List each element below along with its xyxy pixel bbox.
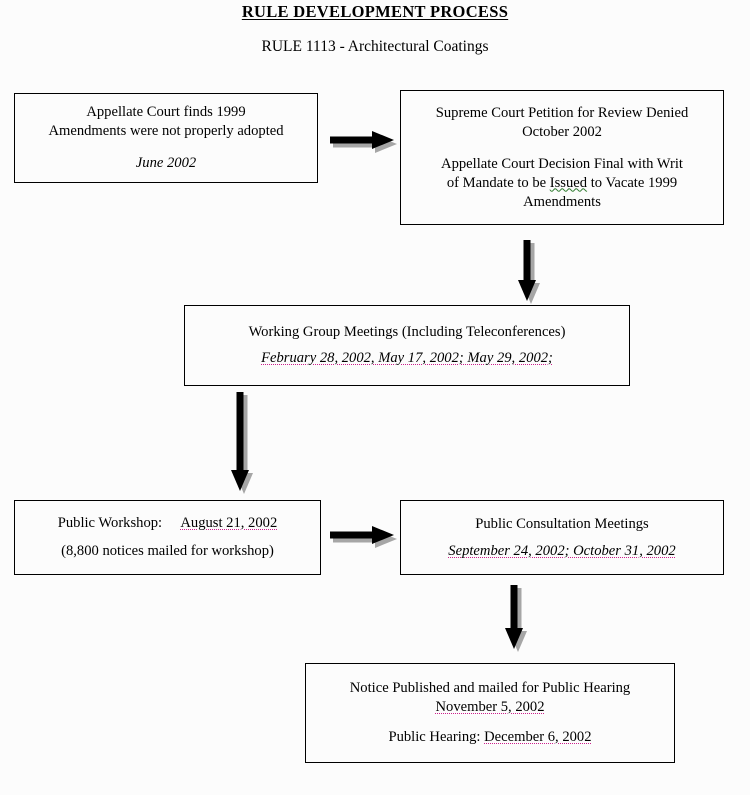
node-appellate-court[interactable]: Appellate Court finds 1999 Amendments we…: [14, 93, 318, 183]
page-title: RULE DEVELOPMENT PROCESS: [0, 2, 750, 22]
node-appellate-court-date: June 2002: [135, 155, 197, 171]
connector-consultation-to-notice-arrow: [505, 585, 539, 655]
node-working-group-line1: Working Group Meetings (Including Teleco…: [248, 324, 566, 340]
node-notice-published-hearing-label: Public Hearing:: [388, 729, 481, 745]
node-notice-published-hearing-date: December 6, 2002: [484, 729, 592, 745]
node-notice-published-line3: Public Hearing: December 6, 2002: [312, 728, 668, 747]
node-supreme-court-line4-part2: to Vacate 1999: [587, 174, 678, 191]
connector-supreme-to-working-group-arrow: [518, 240, 552, 306]
node-public-workshop-date: August 21, 2002: [180, 515, 278, 531]
node-supreme-court-line5: Amendments: [523, 193, 601, 210]
node-supreme-court-line3: Appellate Court Decision Final with Writ: [441, 155, 683, 172]
node-notice-published[interactable]: Notice Published and mailed for Public H…: [305, 663, 675, 763]
connector-workshop-to-consultation-arrow: [330, 526, 400, 556]
node-public-workshop-label: Public Workshop:: [57, 515, 163, 531]
node-notice-published-line1: Notice Published and mailed for Public H…: [349, 680, 631, 696]
node-supreme-court-line1: Supreme Court Petition for Review Denied: [435, 104, 689, 121]
node-public-workshop-line1: Public Workshop: August 21, 2002: [21, 514, 314, 533]
node-supreme-court-line4-part1: of Mandate to be: [446, 174, 550, 191]
node-public-consultation-line1: Public Consultation Meetings: [475, 515, 649, 532]
page-title-text: RULE DEVELOPMENT PROCESS: [241, 2, 509, 21]
connector-appellate-to-supreme-arrow: [330, 131, 400, 161]
node-appellate-court-line1: Appellate Court finds 1999: [86, 104, 246, 120]
node-working-group[interactable]: Working Group Meetings (Including Teleco…: [184, 305, 630, 386]
node-supreme-court[interactable]: Supreme Court Petition for Review Denied…: [400, 90, 724, 225]
node-supreme-court-line2: October 2002: [522, 123, 602, 140]
node-working-group-dates: February 28, 2002, May 17, 2002; May 29,…: [261, 350, 553, 366]
node-public-consultation-dates: September 24, 2002; October 31, 2002: [448, 542, 676, 559]
page-subtitle: RULE 1113 - Architectural Coatings: [261, 38, 489, 55]
node-supreme-court-line4: of Mandate to be Issued to Vacate 1999: [407, 174, 717, 193]
connector-working-group-to-workshop-arrow: [231, 392, 265, 496]
node-public-workshop-line2: (8,800 notices mailed for workshop): [61, 543, 274, 559]
node-supreme-court-misspelled-word: Issued: [549, 174, 588, 191]
node-notice-published-date: November 5, 2002: [435, 699, 545, 715]
node-public-workshop[interactable]: Public Workshop: August 21, 2002 (8,800 …: [14, 500, 321, 575]
node-appellate-court-line2: Amendments were not properly adopted: [48, 123, 284, 139]
node-public-consultation[interactable]: Public Consultation Meetings September 2…: [400, 500, 724, 575]
